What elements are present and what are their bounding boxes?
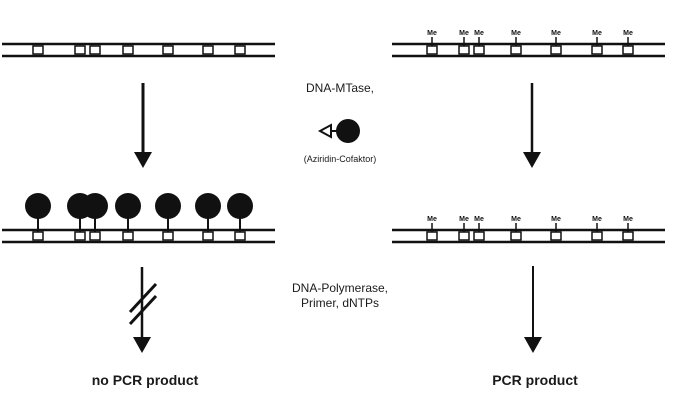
methyl-label: Me bbox=[459, 216, 469, 223]
recognition-site bbox=[227, 193, 253, 241]
cofactor-ball bbox=[115, 193, 141, 219]
methyl-label: Me bbox=[511, 216, 521, 223]
base-pair-box bbox=[622, 45, 634, 55]
base-pair-box bbox=[89, 45, 101, 55]
methyl-label: Me bbox=[511, 30, 521, 37]
cofactor-ball bbox=[195, 193, 221, 219]
base-pair-box bbox=[591, 231, 603, 241]
base-pair-box bbox=[510, 231, 522, 241]
recognition-site: Me bbox=[550, 216, 562, 241]
recognition-site: Me bbox=[591, 30, 603, 55]
base-pair-box bbox=[234, 45, 246, 55]
recognition-site: Me bbox=[473, 216, 485, 241]
reagents-line-2: Primer, dNTPs bbox=[300, 296, 379, 310]
cofactor-label: (Aziridin-Cofaktor) bbox=[303, 154, 377, 164]
base-pair-box bbox=[32, 45, 44, 55]
recognition-site: Me bbox=[622, 30, 634, 55]
recognition-site bbox=[74, 45, 86, 55]
recognition-site: Me bbox=[622, 216, 634, 241]
base-pair-box bbox=[458, 45, 470, 55]
base-pair-box bbox=[510, 45, 522, 55]
dna-middle-left bbox=[2, 193, 275, 244]
recognition-site bbox=[115, 193, 141, 241]
base-pair-box bbox=[591, 45, 603, 55]
methyl-label: Me bbox=[474, 216, 484, 223]
recognition-site bbox=[162, 45, 174, 55]
recognition-site: Me bbox=[458, 30, 470, 55]
recognition-site bbox=[32, 45, 44, 55]
methyl-label: Me bbox=[459, 30, 469, 37]
dna-top-right: Me Me Me Me Me Me Me bbox=[392, 30, 665, 58]
base-pair-box bbox=[162, 231, 174, 241]
base-pair-box bbox=[550, 45, 562, 55]
base-pair-box bbox=[122, 231, 134, 241]
cofactor-ball bbox=[82, 193, 108, 219]
dna-middle-right: Me Me Me Me Me Me Me bbox=[392, 216, 665, 244]
block-slash-2 bbox=[128, 294, 158, 326]
recognition-site: Me bbox=[426, 216, 438, 241]
base-pair-box bbox=[550, 231, 562, 241]
recognition-site bbox=[195, 193, 221, 241]
methyl-label: Me bbox=[592, 216, 602, 223]
recognition-site bbox=[122, 45, 134, 55]
recognition-site bbox=[25, 193, 51, 241]
recognition-site: Me bbox=[510, 216, 522, 241]
base-pair-box bbox=[162, 45, 174, 55]
arrow-left-step2-blocked bbox=[128, 267, 158, 353]
methyl-label: Me bbox=[623, 30, 633, 37]
methyl-label: Me bbox=[427, 216, 437, 223]
base-pair-box bbox=[122, 45, 134, 55]
pcr-product-label: PCR product bbox=[492, 372, 578, 388]
base-pair-box bbox=[473, 45, 485, 55]
base-pair-box bbox=[426, 231, 438, 241]
cofactor-ball bbox=[25, 193, 51, 219]
recognition-site bbox=[234, 45, 246, 55]
recognition-site: Me bbox=[426, 30, 438, 55]
cofactor-ball bbox=[155, 193, 181, 219]
block-slash-1 bbox=[128, 282, 158, 314]
dna-top-left bbox=[2, 42, 275, 58]
base-pair-box bbox=[473, 231, 485, 241]
base-pair-box bbox=[202, 45, 214, 55]
methyl-label: Me bbox=[551, 216, 561, 223]
base-pair-box bbox=[622, 231, 634, 241]
arrow-right-step1 bbox=[523, 83, 541, 168]
arrow-left-step1 bbox=[134, 83, 152, 168]
recognition-site: Me bbox=[473, 30, 485, 55]
base-pair-box bbox=[74, 45, 86, 55]
enzyme-label: DNA-MTase, bbox=[305, 81, 374, 95]
base-pair-box bbox=[89, 231, 101, 241]
base-pair-box bbox=[74, 231, 86, 241]
base-pair-box bbox=[32, 231, 44, 241]
arrow-right-step2 bbox=[524, 266, 542, 353]
recognition-site bbox=[202, 45, 214, 55]
aziridine-cofactor-icon bbox=[317, 119, 360, 143]
methyl-label: Me bbox=[623, 216, 633, 223]
base-pair-box bbox=[458, 231, 470, 241]
cofactor-ball bbox=[227, 193, 253, 219]
recognition-site: Me bbox=[458, 216, 470, 241]
base-pair-box bbox=[426, 45, 438, 55]
no-pcr-product-label: no PCR product bbox=[91, 372, 199, 388]
base-pair-box bbox=[234, 231, 246, 241]
base-pair-box bbox=[202, 231, 214, 241]
methyl-label: Me bbox=[474, 30, 484, 37]
methyl-label: Me bbox=[551, 30, 561, 37]
recognition-site bbox=[82, 193, 108, 241]
recognition-site: Me bbox=[550, 30, 562, 55]
methyl-label: Me bbox=[427, 30, 437, 37]
recognition-site: Me bbox=[591, 216, 603, 241]
recognition-site: Me bbox=[510, 30, 522, 55]
recognition-site bbox=[155, 193, 181, 241]
recognition-site bbox=[89, 45, 101, 55]
reagents-line-1: DNA-Polymerase, bbox=[291, 281, 389, 295]
methyl-label: Me bbox=[592, 30, 602, 37]
